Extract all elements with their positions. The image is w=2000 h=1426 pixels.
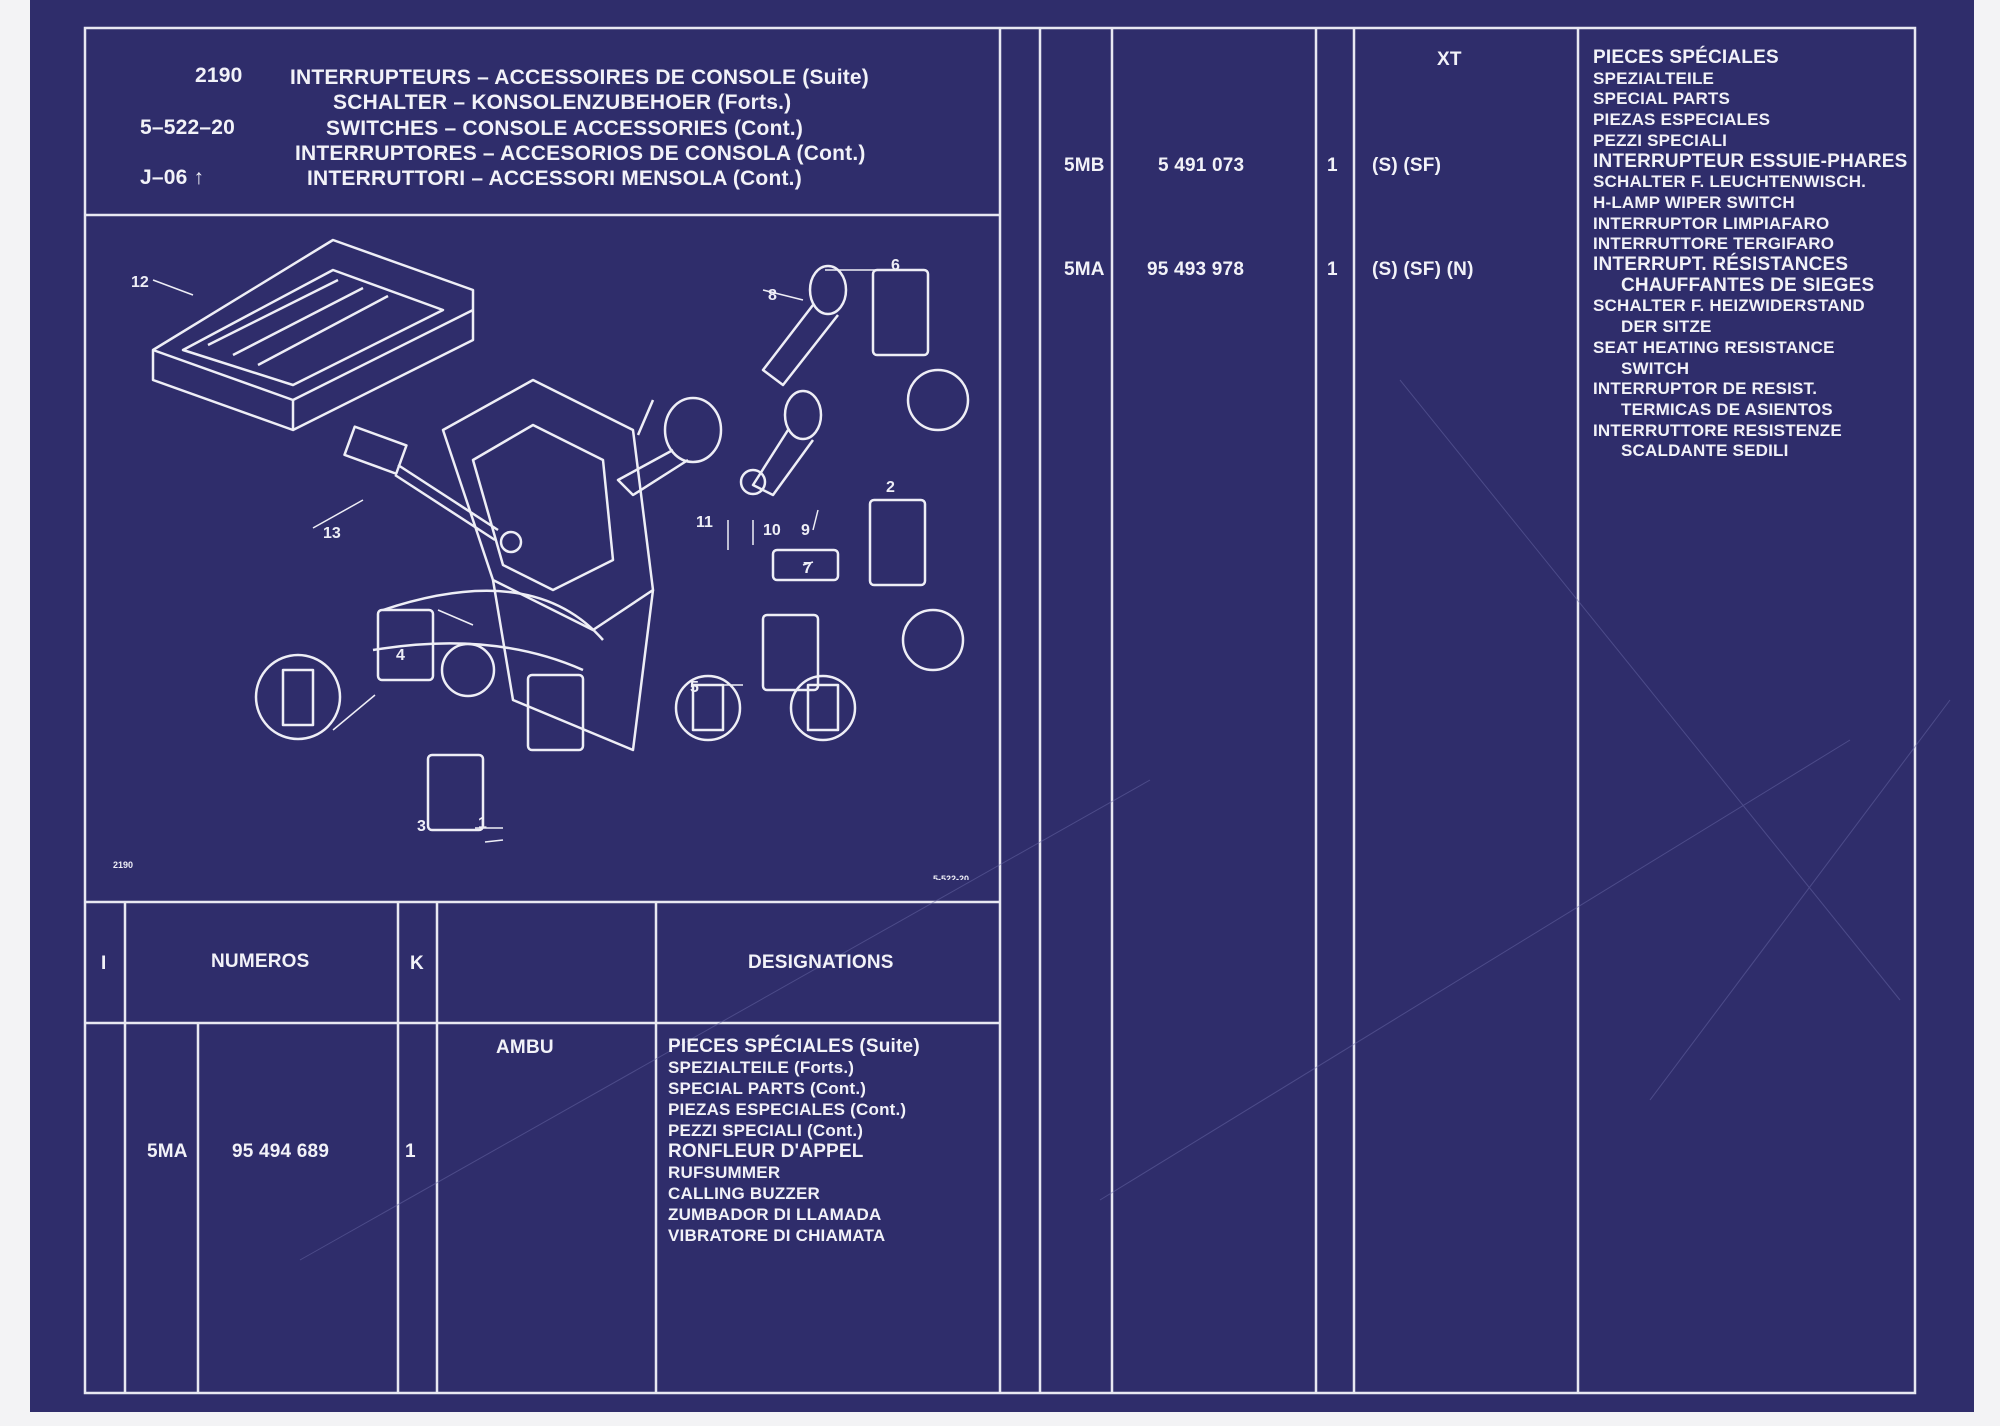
group-number: 5–522–20 [140,116,236,139]
callout-13: 13 [323,525,341,542]
designation-line: SCALDANTE SEDILI [1621,441,1789,461]
right-row-1-number: 5 491 073 [1158,155,1245,176]
right-row-2-i: 5MA [1064,259,1105,280]
designation-line: INTERRUTTORE RESISTENZE [1593,420,1842,440]
title-de: SCHALTER – KONSOLENZUBEHOER (Forts.) [333,91,792,114]
callout-8: 8 [768,287,777,304]
designation-line: INTERRUPTOR DE RESIST. [1593,379,1818,399]
right-row-1-k: 1 [1327,155,1338,176]
designation-line: PIEZAS ESPECIALES [1593,110,1771,130]
designation-line: CHAUFFANTES DE SIEGES [1621,274,1875,296]
left-row-k: 1 [405,1141,416,1162]
designation-line: INTERRUPTOR LIMPIAFARO [1593,213,1830,233]
title-es: INTERRUPTORES – ACCESORIOS DE CONSOLA (C… [295,142,866,165]
designation-line: SCHALTER F. LEUCHTENWISCH. [1593,172,1867,192]
designation-line: VIBRATORE DI CHIAMATA [668,1226,886,1245]
callout-3: 3 [417,818,426,835]
designation-line: SWITCH [1621,358,1690,378]
diagram-corner-left: 2190 [113,860,133,870]
designation-line: DER SITZE [1621,317,1712,337]
designation-line: TERMICAS DE ASIENTOS [1621,399,1833,419]
callout-4: 4 [396,647,405,664]
designation-line: PIECES SPÉCIALES [1593,47,1779,68]
exploded-parts-diagram: 12 13 6 8 2 7 9 10 11 4 5 3 1 2190 5-522… [113,238,970,880]
title-it: INTERRUTTORI – ACCESSORI MENSOLA (Cont.) [307,167,802,190]
designation-line: SPEZIALTEILE (Forts.) [668,1058,855,1077]
reference-code: J–06 ↑ [140,166,205,189]
designation-line: SPEZIALTEILE [1593,68,1715,88]
designation-line: SPECIAL PARTS (Cont.) [668,1079,867,1098]
right-row-2-number: 95 493 978 [1147,259,1245,280]
left-row-number: 95 494 689 [232,1141,330,1162]
right-designation-block: PIECES SPÉCIALES SPEZIALTEILE SPECIAL PA… [1593,47,1908,462]
column-header-numeros: NUMEROS [211,951,310,972]
callout-6: 6 [891,257,900,274]
designation-line: PIEZAS ESPECIALES (Cont.) [668,1100,907,1119]
callout-7: 7 [803,560,812,577]
ambu-label: AMBU [496,1037,554,1058]
designation-line: INTERRUPTEUR ESSUIE-PHARES [1593,150,1908,172]
rocker-switch-drawings [376,268,930,832]
right-row-1-xt: (S) (SF) [1372,155,1442,176]
title-en: SWITCHES – CONSOLE ACCESSORIES (Cont.) [326,117,804,140]
left-designation-block: PIECES SPÉCIALES (Suite) SPEZIALTEILE (F… [668,1036,920,1246]
column-header-i: I [101,953,107,974]
designation-line: SEAT HEATING RESISTANCE [1593,337,1835,357]
callout-1: 1 [478,815,487,832]
callout-9: 9 [801,522,810,539]
callout-10: 10 [763,522,781,539]
column-header-xt: XT [1437,49,1462,70]
center-console-drawing [372,378,655,752]
right-row-2-k: 1 [1327,259,1338,280]
designation-line: SPECIAL PARTS [1593,89,1731,109]
column-header-k: K [410,953,424,974]
designation-line: RONFLEUR D'APPEL [668,1141,864,1162]
right-row-2-xt: (S) (SF) (N) [1372,259,1474,280]
connector-drawing [343,425,523,554]
callout-12: 12 [131,274,149,291]
diagram-corner-right: 5-522-20 [933,874,969,880]
designation-line: CALLING BUZZER [668,1184,821,1203]
designation-line: PEZZI SPECIALI (Cont.) [668,1121,864,1140]
callout-5: 5 [690,679,699,696]
designation-line: INTERRUTTORE TERGIFARO [1593,234,1835,254]
designation-line: ZUMBADOR DI LLAMADA [668,1205,882,1224]
designation-line: RUFSUMMER [668,1163,781,1182]
designation-line: H-LAMP WIPER SWITCH [1593,192,1795,212]
column-header-designations: DESIGNATIONS [748,952,894,973]
designation-line: INTERRUPT. RÉSISTANCES [1593,254,1849,276]
designation-line: PIECES SPÉCIALES (Suite) [668,1036,920,1057]
left-row-i: 5MA [147,1141,188,1162]
designation-line: PEZZI SPECIALI [1593,130,1728,150]
plate-number: 2190 [195,64,243,87]
console-box-drawing [151,238,475,432]
designation-line: SCHALTER F. HEIZWIDERSTAND [1593,296,1865,316]
title-fr: INTERRUPTEURS – ACCESSOIRES DE CONSOLE (… [290,66,869,89]
right-row-1-i: 5MB [1064,155,1105,176]
cigar-lighter-drawing [616,264,848,497]
callout-2: 2 [886,479,895,496]
callout-11: 11 [696,514,713,531]
